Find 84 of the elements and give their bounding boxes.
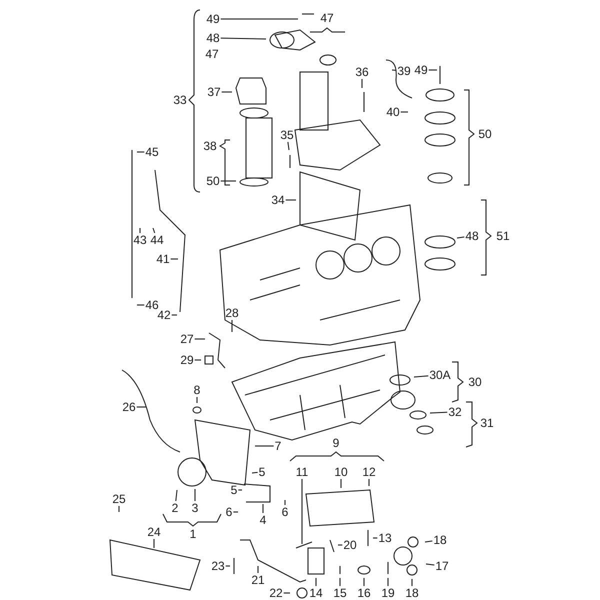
leader-line: [262, 504, 264, 514]
callout-number: 21: [250, 573, 266, 587]
leader-line: [426, 564, 435, 566]
callout-number: 14: [308, 586, 324, 600]
callout-number: 44: [149, 233, 165, 247]
leader-line: [252, 472, 258, 474]
callout-number: 31: [479, 416, 495, 430]
leader-line: [220, 38, 266, 40]
leader-line: [284, 500, 286, 506]
callout-number: 51: [495, 229, 511, 243]
callout-number: 43: [132, 233, 148, 247]
callout-number: 28: [224, 306, 240, 320]
leader-line: [283, 592, 290, 594]
callout-number: 5: [230, 483, 238, 497]
callout-number: 27: [179, 332, 195, 346]
callout-number: 48: [464, 229, 480, 243]
leader-line: [456, 236, 465, 238]
leader-line: [194, 338, 206, 340]
callout-number: 17: [434, 559, 450, 573]
callout-number: 23: [210, 559, 226, 573]
callout-number: 35: [279, 128, 295, 142]
callout-number: 20: [342, 538, 358, 552]
callout-number: 25: [111, 492, 127, 506]
callout-number: 2: [170, 501, 180, 515]
leader-line: [118, 506, 120, 512]
leader-line: [392, 70, 397, 71]
callout-number: 40: [385, 105, 401, 119]
callout-number: 1: [188, 527, 198, 541]
callout-number: 37: [206, 85, 222, 99]
leader-line: [368, 478, 370, 486]
leader-line: [196, 396, 198, 404]
callout-number: 18: [432, 533, 448, 547]
leader-line: [175, 490, 178, 502]
callout-number: 13: [377, 531, 393, 545]
callout-number: 6: [280, 505, 290, 519]
callout-number: 33: [172, 93, 188, 107]
leader-line: [136, 406, 146, 408]
callout-number: 7: [274, 439, 282, 453]
callout-number: 9: [332, 436, 340, 450]
callout-number: 50: [477, 127, 493, 141]
leader-line: [414, 375, 429, 378]
callout-number: 38: [202, 139, 218, 153]
callout-number: 36: [354, 65, 370, 79]
callout-number: 8: [192, 383, 202, 397]
callout-number: 47: [319, 11, 335, 25]
callout-number: 34: [270, 193, 286, 207]
callout-number: 29: [179, 353, 195, 367]
callout-number: 47: [204, 47, 220, 61]
leader-line: [220, 180, 236, 182]
callout-number: 6: [224, 505, 234, 519]
callout-number: 30A: [428, 368, 452, 382]
callout-number: 11: [294, 465, 310, 479]
leader-line: [424, 540, 433, 542]
callout-number: 45: [144, 145, 160, 159]
leader-line: [287, 142, 290, 150]
callout-number: 41: [155, 252, 171, 266]
callout-number: 32: [447, 405, 463, 419]
leader-line: [171, 314, 178, 316]
callout-number: 48: [205, 31, 221, 45]
leader-line: [136, 304, 145, 306]
leader-line: [152, 228, 156, 234]
callout-number: 4: [258, 513, 268, 527]
leader-line: [170, 258, 178, 260]
leader-line: [430, 412, 448, 414]
leader-line: [340, 478, 342, 488]
leader-line: [220, 18, 298, 20]
callout-number: 16: [356, 586, 372, 600]
callout-number: 49: [413, 63, 429, 77]
callout-number: 18: [404, 586, 420, 600]
callout-number: 26: [121, 400, 137, 414]
callout-number: 15: [332, 586, 348, 600]
callout-number: 19: [380, 586, 396, 600]
callout-number: 22: [268, 586, 284, 600]
callout-number: 49: [205, 12, 221, 26]
callout-number: 3: [190, 501, 200, 515]
callout-number: 50: [205, 174, 221, 188]
callout-number: 39: [396, 64, 412, 78]
callout-number: 24: [146, 525, 162, 539]
callout-number: 10: [333, 465, 349, 479]
leader-line: [194, 488, 196, 502]
callout-number: 5: [258, 465, 266, 479]
callout-number: 12: [361, 465, 377, 479]
leader-line: [338, 544, 343, 546]
callout-number: 30: [467, 375, 483, 389]
